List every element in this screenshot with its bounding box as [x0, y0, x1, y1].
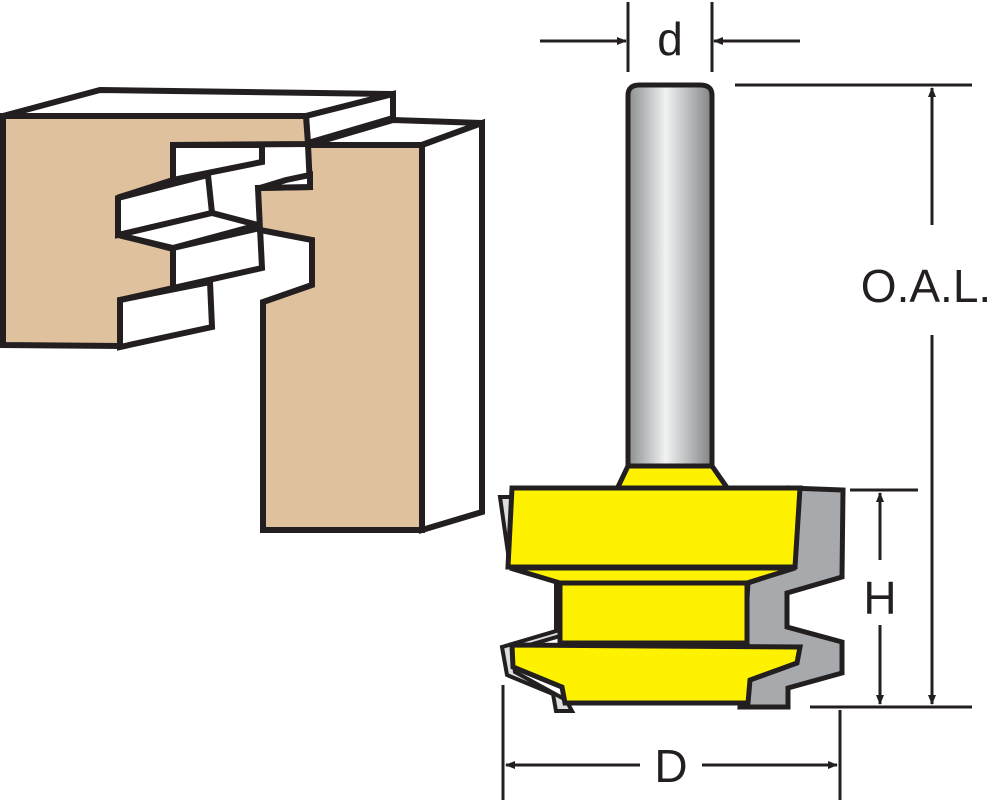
- label-shank-diameter: d: [657, 13, 683, 65]
- bit-lower-cutter: [509, 642, 804, 706]
- dimension-d: [540, 2, 800, 72]
- right-board-side-face: [419, 118, 485, 535]
- dimension-oal: [735, 83, 972, 709]
- label-cutting-diameter: D: [654, 740, 687, 792]
- router-bit: [497, 82, 846, 713]
- dimension-h: [850, 488, 918, 705]
- right-board-front-face: [254, 142, 425, 533]
- bit-shank: [625, 82, 715, 471]
- bit-bearing-middle: [557, 580, 750, 646]
- label-cutting-height: H: [863, 572, 896, 624]
- dimension-d-diameter: [501, 685, 842, 800]
- left-board-step-1: [170, 142, 265, 184]
- left-board-step-3: [170, 224, 266, 292]
- wood-joint-illustration: [0, 86, 485, 535]
- bit-upper-cutter: [505, 485, 803, 570]
- left-board-step-4: [117, 278, 216, 351]
- right-board-notch: [259, 171, 313, 191]
- label-overall-length: O.A.L.: [861, 260, 991, 312]
